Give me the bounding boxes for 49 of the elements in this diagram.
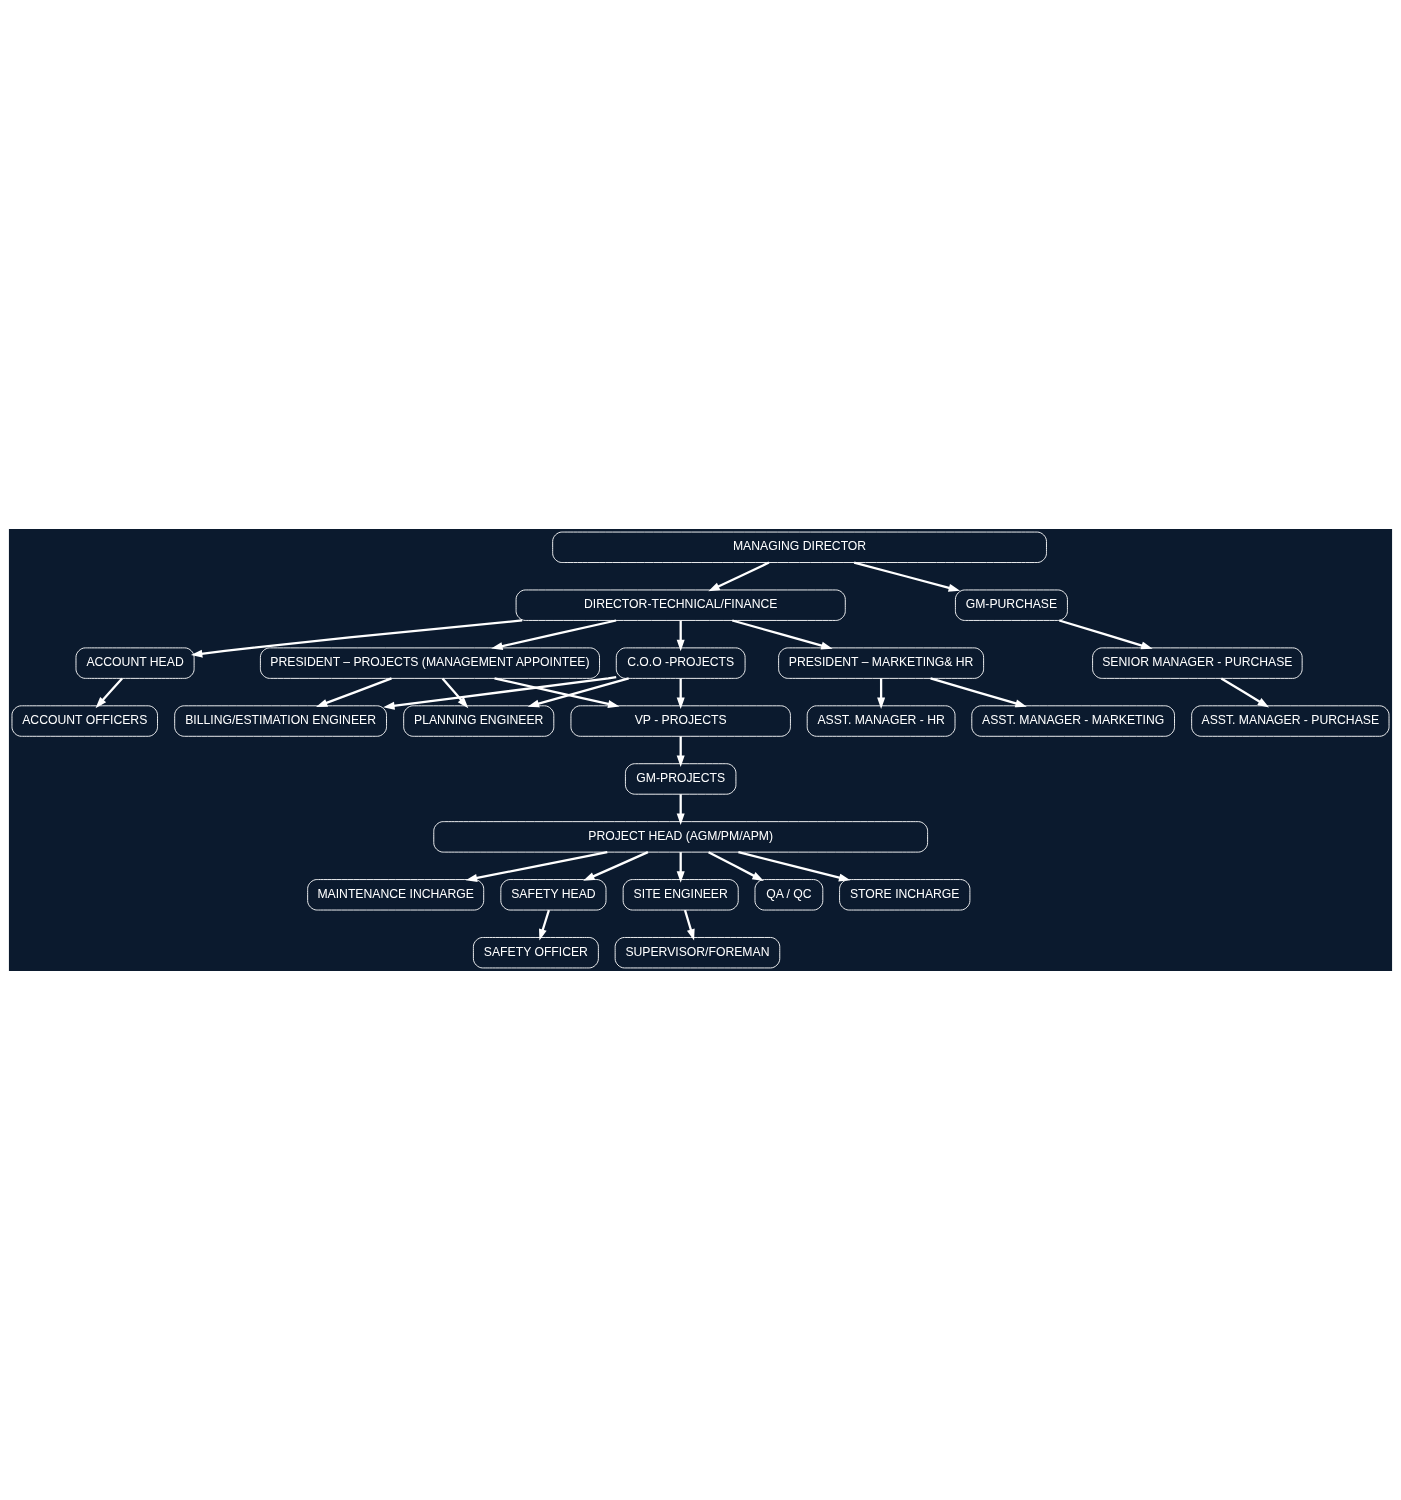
- node-box: ASST. MANAGER - HR: [806, 705, 956, 737]
- arrow: [732, 619, 833, 650]
- arrow: [676, 852, 685, 883]
- arrow: [1220, 677, 1270, 708]
- arrow: [583, 851, 649, 881]
- arrow: [190, 619, 523, 658]
- arrow: [315, 677, 392, 707]
- node-box: GM-PROJECTS: [625, 763, 737, 795]
- arrow: [383, 675, 617, 710]
- arrow: [676, 620, 685, 652]
- arrow: [491, 619, 617, 650]
- arrow: [676, 678, 685, 710]
- node-box: ASST. MANAGER - MARKETING: [971, 705, 1175, 737]
- arrow: [465, 851, 608, 882]
- node-box: PROJECT HEAD (AGM/PM/APM): [433, 821, 929, 853]
- arrow: [441, 677, 469, 709]
- node-box: PRESIDENT – PROJECTS (MANAGEMENT APPOINTEE): [259, 647, 600, 679]
- node-box: BILLING/ESTIMATION ENGINEER: [174, 705, 387, 737]
- node-box: VP - PROJECTS: [570, 705, 791, 737]
- node-box: C.O.O -PROJECTS: [615, 647, 746, 679]
- arrow: [708, 851, 764, 881]
- arrow: [95, 677, 123, 709]
- node-box: SUPERVISOR/FOREMAN: [614, 937, 781, 969]
- arrow: [877, 678, 886, 710]
- node-box: ACCOUNT HEAD: [75, 647, 195, 679]
- arrow: [738, 851, 851, 882]
- node-box: MAINTENANCE INCHARGE: [307, 879, 485, 911]
- node-box: SITE ENGINEER: [622, 879, 739, 911]
- node-box: ACCOUNT OFFICERS: [11, 705, 158, 737]
- node-box: GM-PURCHASE: [954, 589, 1068, 621]
- node-box: SAFETY HEAD: [500, 879, 607, 911]
- arrow: [539, 909, 550, 941]
- node-box: PRESIDENT – MARKETING& HR: [778, 647, 985, 679]
- arrow: [494, 677, 620, 708]
- arrow: [683, 909, 695, 941]
- node-box: ASST. MANAGER - PURCHASE: [1191, 705, 1390, 737]
- arrow: [676, 736, 685, 767]
- arrow: [930, 677, 1027, 708]
- node-box: SAFETY OFFICER: [472, 937, 599, 969]
- node-box: DIRECTOR-TECHNICAL/FINANCE: [515, 589, 846, 621]
- node-box: QA / QC: [754, 879, 824, 911]
- arrow: [676, 794, 685, 825]
- arrow: [853, 561, 961, 592]
- node-box: PLANNING ENGINEER: [403, 705, 555, 737]
- node-box: MANAGING DIRECTOR: [552, 531, 1047, 563]
- arrow: [527, 677, 629, 708]
- arrow: [1058, 619, 1153, 650]
- node-box: STORE INCHARGE: [839, 879, 971, 911]
- node-box: SENIOR MANAGER - PURCHASE: [1092, 647, 1303, 679]
